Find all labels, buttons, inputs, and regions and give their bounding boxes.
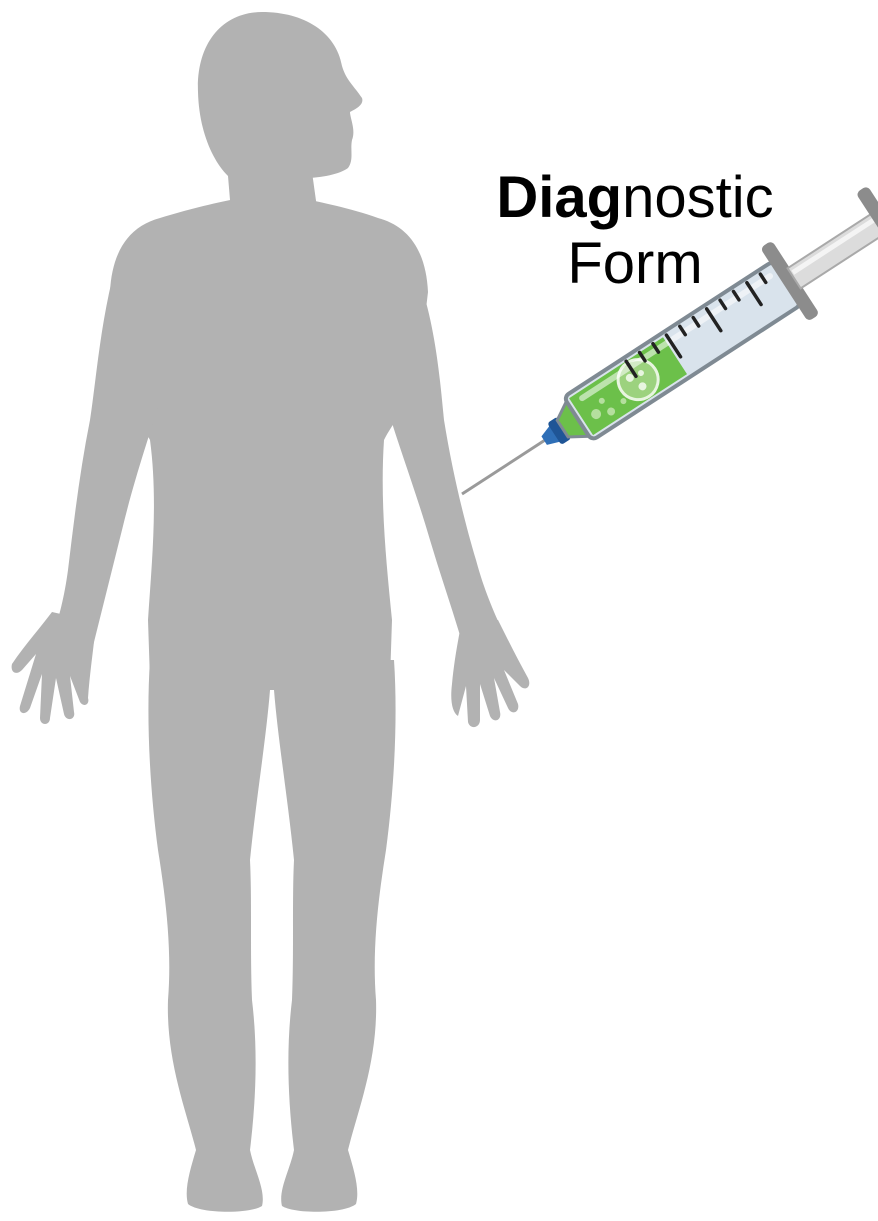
legs-shape: [148, 660, 395, 1212]
torso-shape: [110, 198, 428, 680]
label-bold-part: Diag: [496, 165, 622, 230]
left-arm-shape: [52, 280, 160, 650]
label-line-1: Diagnostic: [440, 165, 830, 231]
needle: [461, 438, 547, 495]
label-line-2: Form: [440, 231, 830, 297]
left-hand-shape: [12, 612, 96, 724]
right-arm-shape: [386, 282, 502, 642]
right-hand-shape: [451, 620, 529, 727]
label-regular-part: nostic: [622, 165, 774, 230]
diagnostic-form-label: Diagnostic Form: [440, 165, 830, 297]
